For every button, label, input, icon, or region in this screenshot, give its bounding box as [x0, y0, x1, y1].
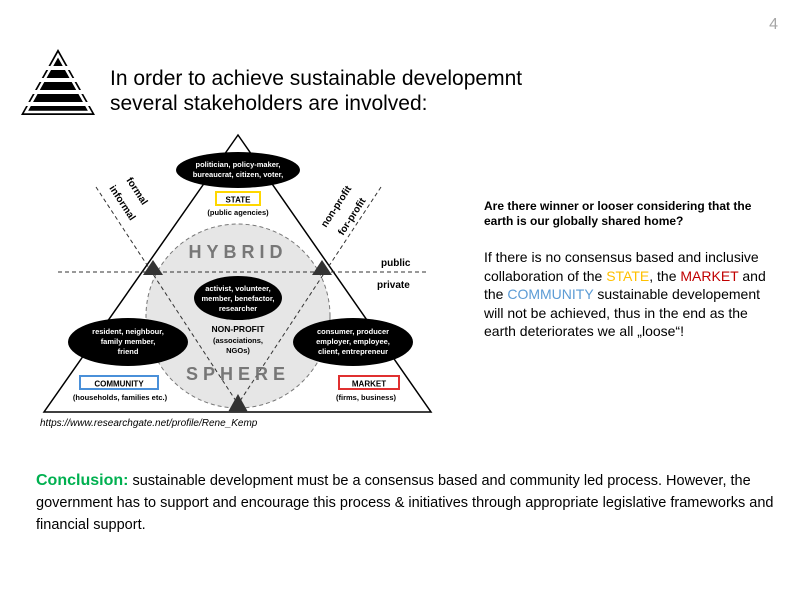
answer-part-3: and the [484, 267, 766, 303]
market-actors-line-3: client, entrepreneur [318, 347, 388, 356]
nonprofit-sub-2: NGOs) [226, 346, 250, 355]
community-box [79, 375, 159, 390]
profit-line [237, 186, 382, 405]
market-label: MARKET [352, 380, 386, 389]
answer-part-4: sustainable developement will not be ach… [484, 286, 760, 339]
answer-text: If there is no consensus based and inclu… [484, 248, 774, 341]
nonprofit-actors-line-1: activist, volunteer, [205, 284, 270, 293]
intersection-right [312, 260, 332, 275]
community-actors-ellipse [68, 318, 188, 366]
title-line-2: several stakeholders are involved: [110, 92, 428, 115]
market-actors-line-1: consumer, producer [317, 327, 389, 336]
intersection-bottom [228, 394, 248, 412]
state-box [215, 191, 261, 206]
state-actors-ellipse [176, 152, 300, 188]
community-actors-line-3: friend [118, 347, 139, 356]
answer-market: MARKET [680, 267, 739, 284]
nonprofit-actors-line-2: member, benefactor, [202, 294, 275, 303]
conclusion-text: sustainable development must be a consen… [36, 473, 774, 533]
nonprofit-sub-1: (associations, [213, 336, 263, 345]
nonprofit-actors-ellipse [194, 276, 282, 320]
community-sub: (households, families etc.) [73, 393, 168, 402]
slide-title: In order to achieve sustainable develope… [110, 66, 580, 116]
community-label: COMMUNITY [94, 380, 144, 389]
market-actors-ellipse [293, 318, 413, 366]
market-actors-line-2: employer, employee, [316, 337, 390, 346]
state-sub: (public agencies) [207, 208, 269, 217]
nonprofit-label: NON-PROFIT [212, 324, 266, 334]
answer-state: STATE [606, 267, 650, 284]
state-actors-line-1: politician, policy-maker, [195, 160, 280, 169]
answer-part-2: , the [649, 267, 681, 284]
intersection-left [143, 260, 163, 275]
sphere-label: SPHERE [186, 364, 290, 384]
hybrid-label: HYBRID [188, 242, 287, 262]
nonprofit-actors-line-3: researcher [219, 304, 257, 313]
title-line-1: In order to achieve sustainable develope… [110, 67, 523, 90]
market-box [338, 375, 400, 390]
conclusion-paragraph: Conclusion: sustainable development must… [36, 470, 776, 536]
layered-pyramid-icon [18, 49, 98, 115]
answer-part-1: If there is no consensus based and inclu… [484, 249, 759, 284]
community-actors-line-1: resident, neighbour, [92, 327, 164, 336]
axis-private: private [377, 280, 410, 291]
community-actors-line-2: family member, [101, 337, 156, 346]
stakeholder-triangle-diagram: formal informal non-profit for-profit pu… [42, 133, 433, 413]
market-sub: (firms, business) [336, 393, 397, 402]
axis-public: public [381, 258, 411, 269]
answer-community: COMMUNITY [507, 286, 594, 302]
state-actors-line-2: bureaucrat, citizen, voter, [193, 170, 283, 179]
question-text: Are there winner or looser considering t… [484, 199, 752, 228]
state-label: STATE [225, 196, 251, 205]
source-link[interactable]: https://www.researchgate.net/profile/Ren… [40, 418, 258, 429]
conclusion-label: Conclusion: [36, 472, 129, 489]
formal-informal-line [95, 186, 239, 405]
slide-number: 4 [769, 16, 778, 33]
